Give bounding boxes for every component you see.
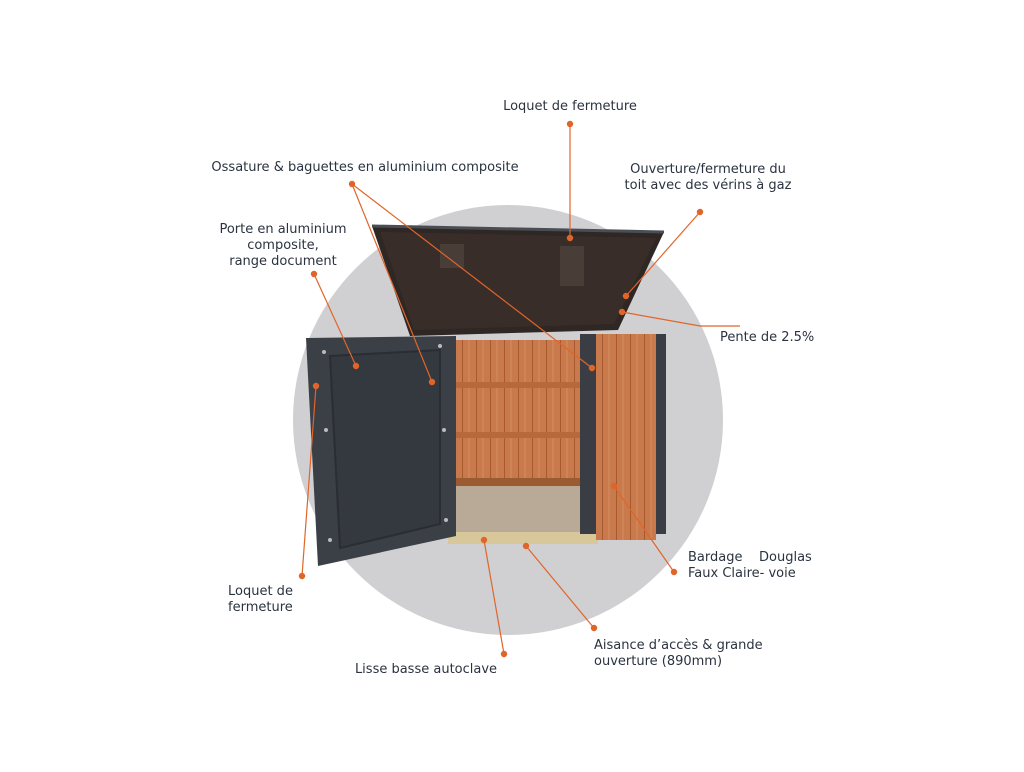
right-post [580,334,598,534]
label-pente: Pente de 2.5% [720,330,815,345]
bottom-sill [448,532,598,544]
label-loquet-left: Loquet de fermeture [228,584,293,615]
callout-lines [298,120,740,658]
floor [452,486,582,536]
label-bardage: Bardage Douglas Faux Claire- voie [688,550,812,581]
label-loquet-top: Loquet de fermeture [503,99,637,114]
label-porte: Porte en aluminium composite, range docu… [219,222,347,269]
right-wood-panel [596,334,656,540]
label-ossature: Ossature & baguettes en aluminium compos… [211,160,519,175]
label-ouverture: Ouverture/fermeture du toit avec des vér… [624,162,792,193]
label-aisance: Aisance d’accès & grande ouverture (890m… [594,638,763,669]
back-wall [452,340,582,488]
label-lisse: Lisse basse autoclave [354,662,498,677]
